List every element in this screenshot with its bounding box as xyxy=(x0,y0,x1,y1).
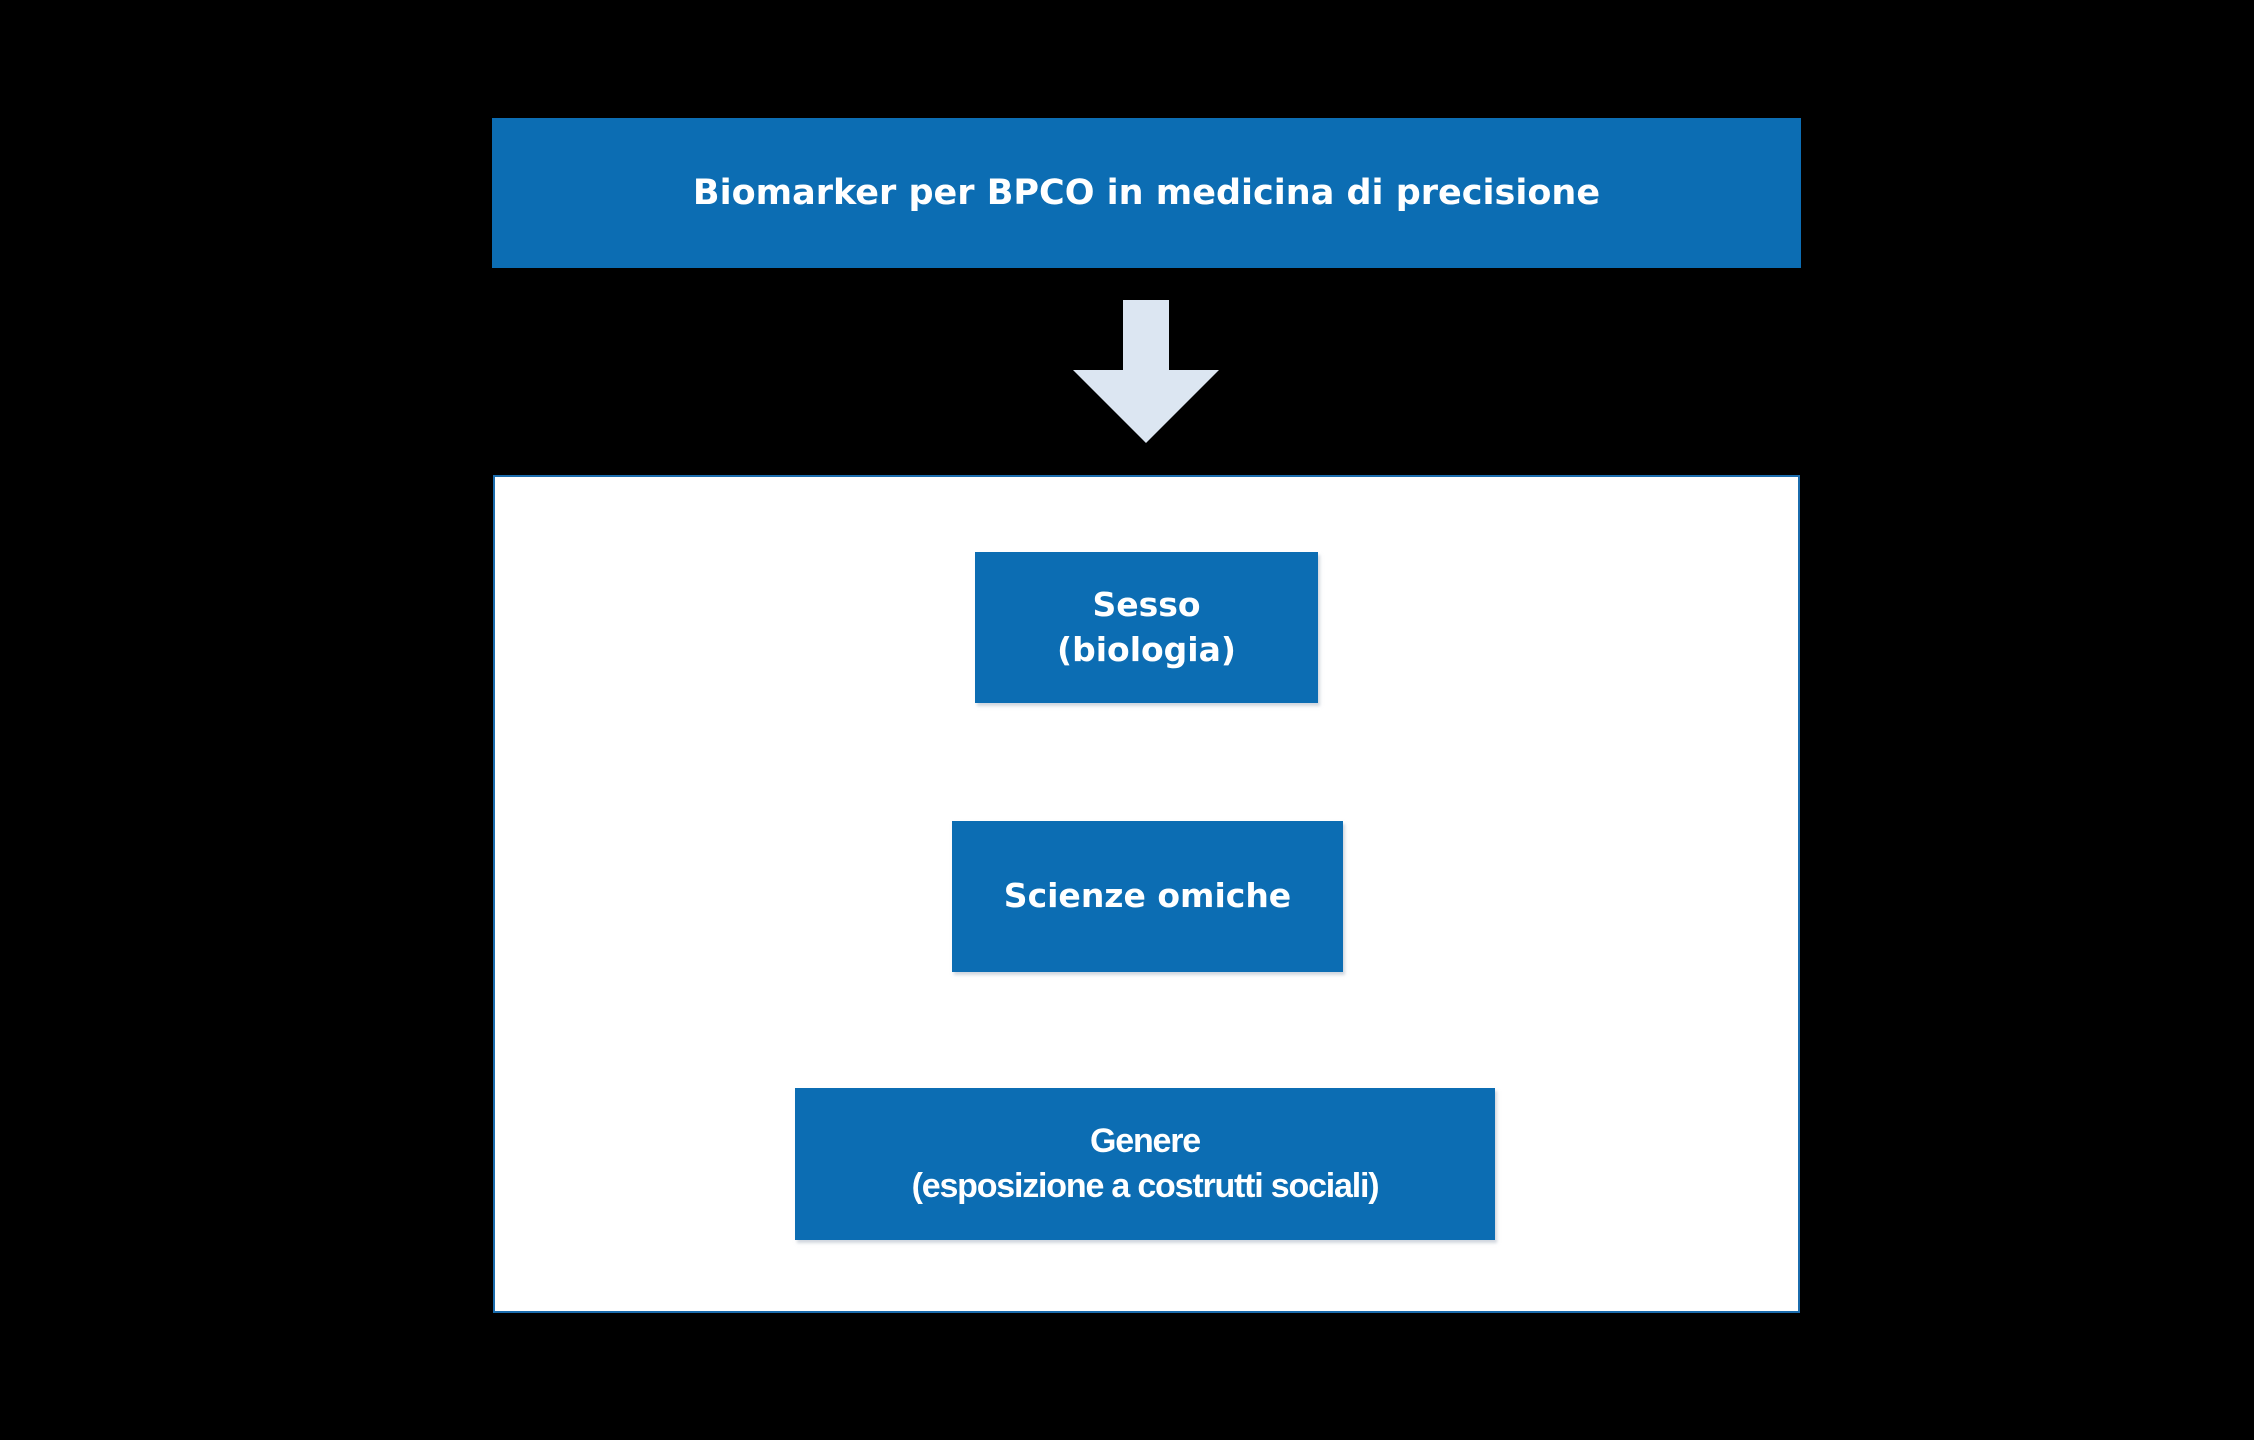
node-sesso: Sesso (biologia) xyxy=(975,552,1318,703)
node-genere: Genere (esposizione a costrutti sociali) xyxy=(795,1088,1495,1240)
down-arrow-icon xyxy=(1073,300,1219,443)
node-scienze-omiche: Scienze omiche xyxy=(952,821,1343,972)
node-label-line: Sesso xyxy=(1092,584,1201,624)
header-title-box: Biomarker per BPCO in medicina di precis… xyxy=(492,118,1801,268)
node-label-line: Scienze omiche xyxy=(1003,876,1292,916)
node-label-line: (biologia) xyxy=(1057,629,1236,669)
node-label-line: (esposizione a costrutti sociali) xyxy=(911,1167,1380,1205)
node-label-line: Genere xyxy=(1090,1122,1201,1161)
page-title: Biomarker per BPCO in medicina di precis… xyxy=(692,173,1601,213)
content-panel: Sesso (biologia) Scienze omiche Genere (… xyxy=(493,475,1800,1313)
